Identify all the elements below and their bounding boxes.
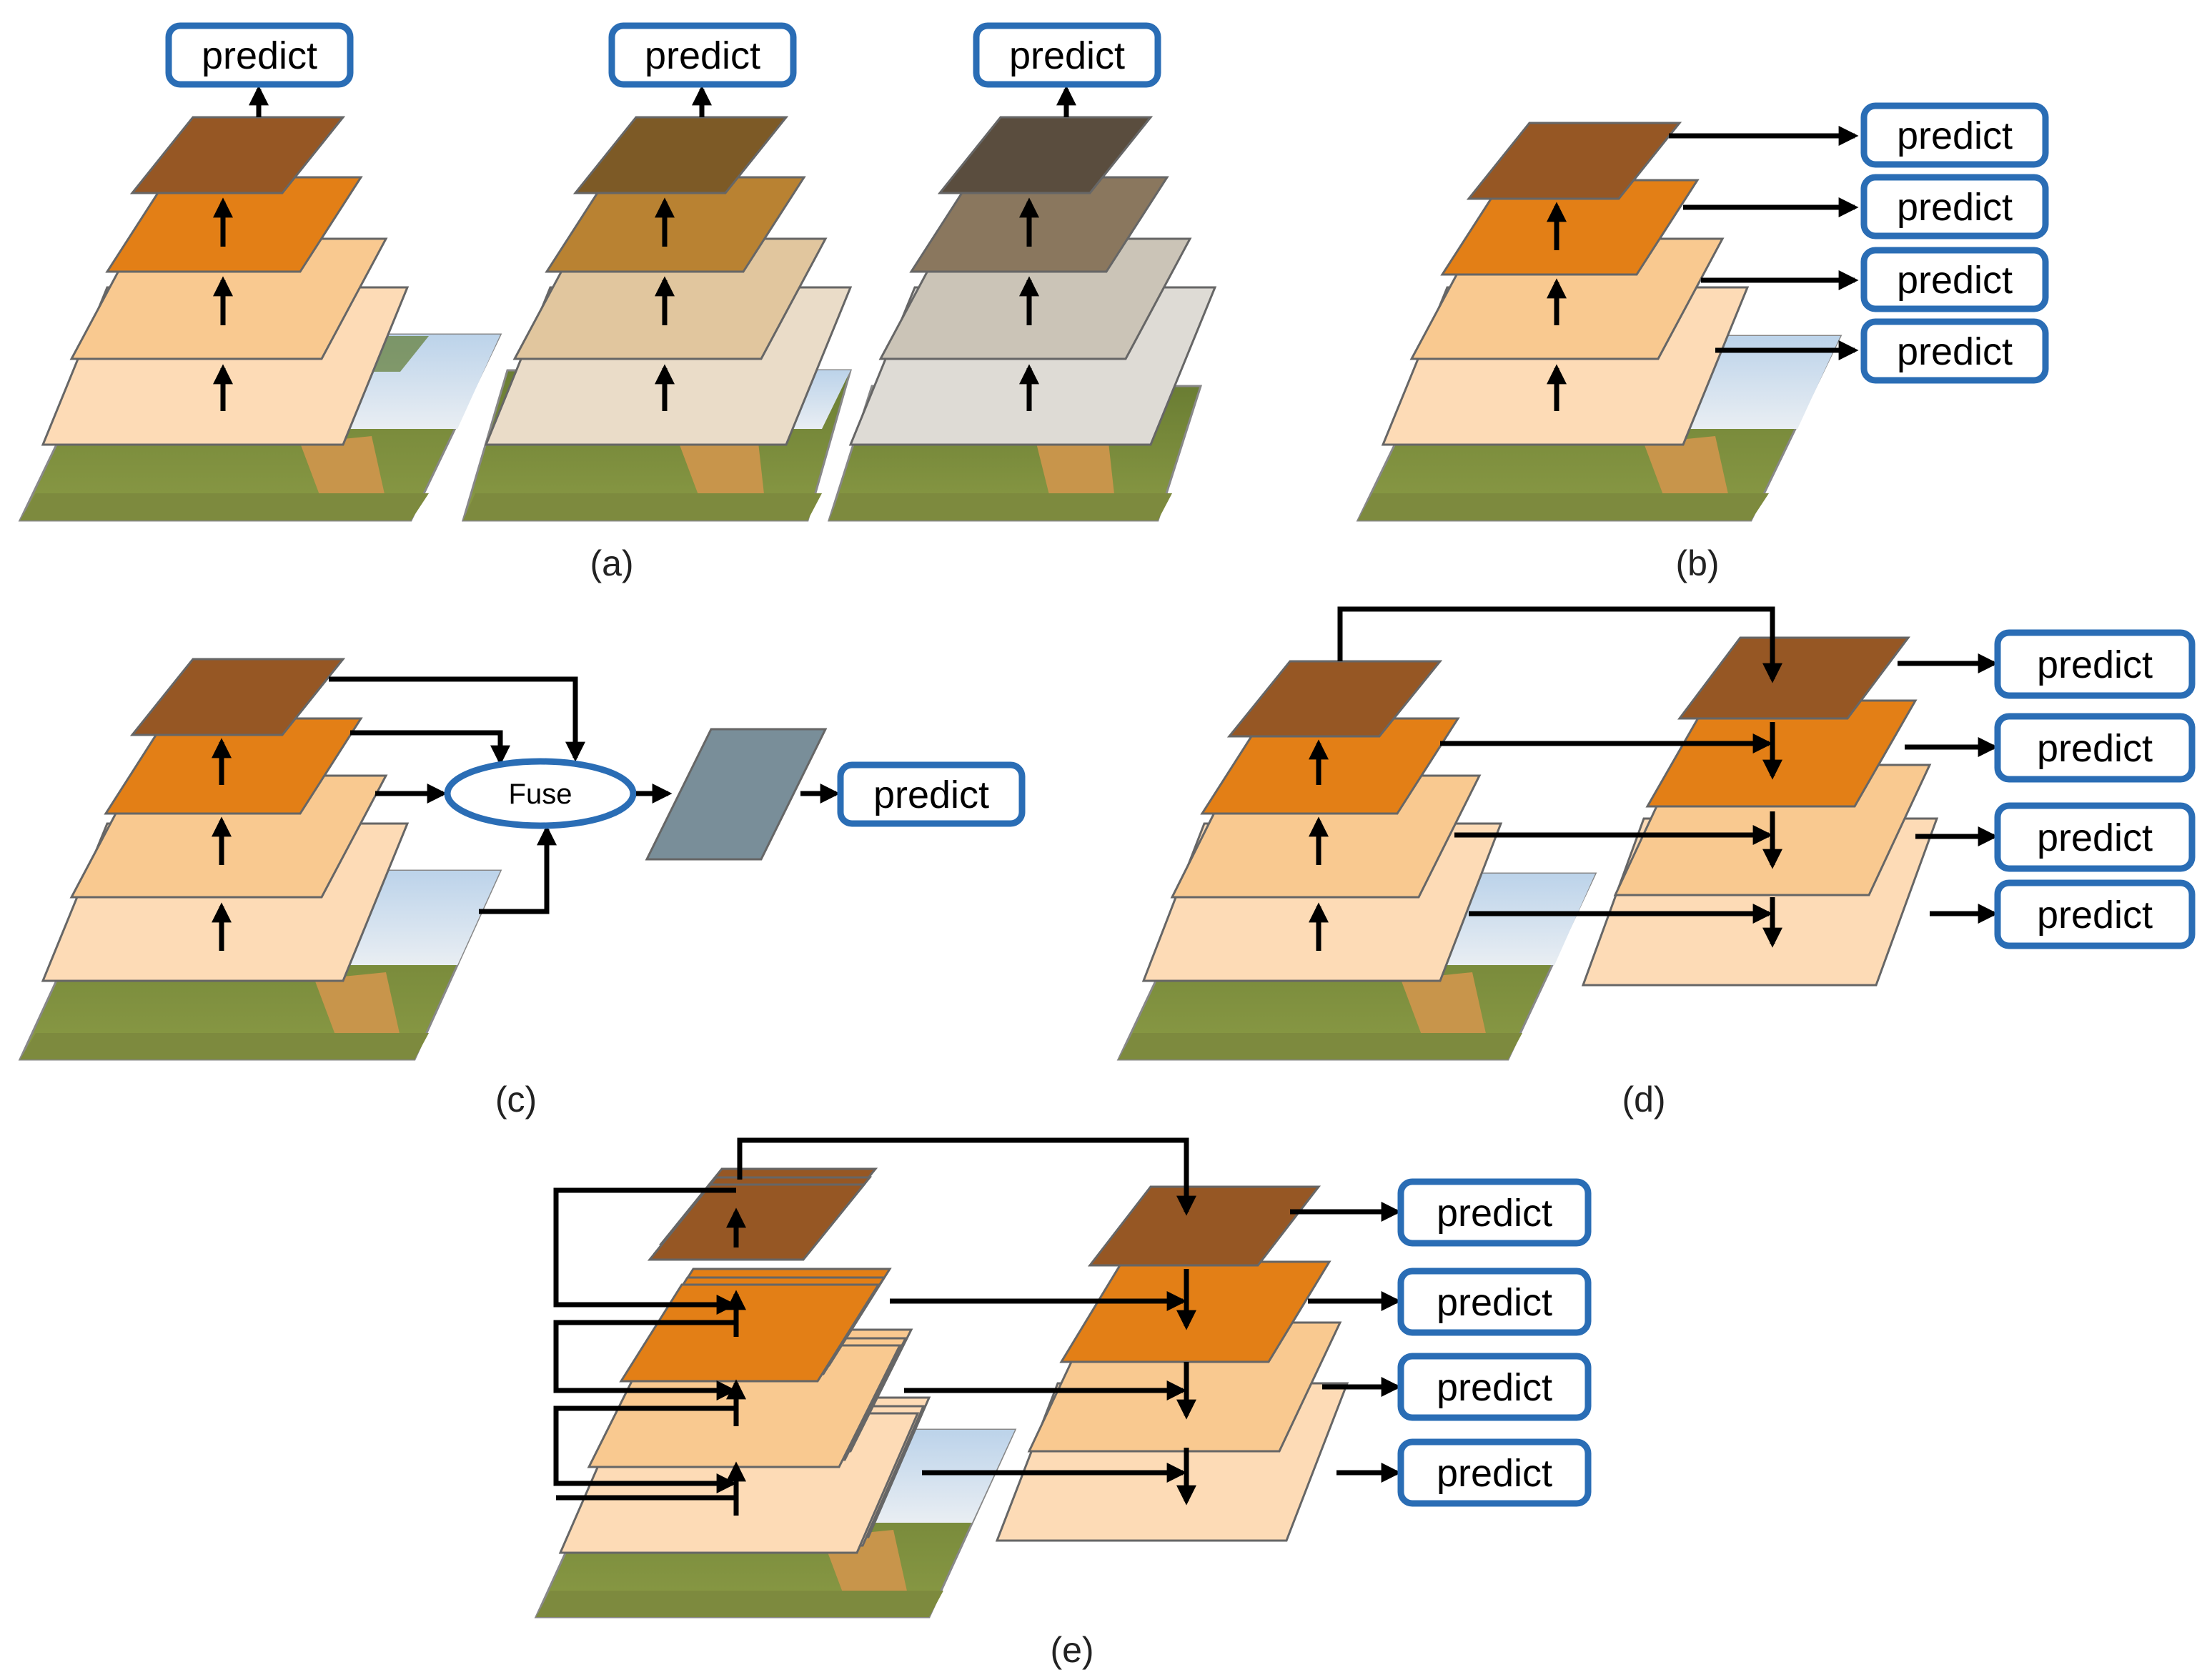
predict-box: predict xyxy=(1994,879,2196,949)
predict-label: predict xyxy=(1897,330,2013,373)
panel-d: predict predict predict predict (d) xyxy=(1116,606,2196,1120)
caption-d: (d) xyxy=(1622,1079,1665,1120)
fuse-node: Fuse xyxy=(444,758,637,829)
predict-box: predict xyxy=(1397,1438,1592,1507)
panel-a: predict predict xyxy=(18,22,1217,583)
bottom-up-map-4 xyxy=(1226,660,1443,738)
predict-box: predict xyxy=(1860,174,2049,239)
panel-a-pyramid-3: predict xyxy=(827,22,1217,522)
caption-e: (e) xyxy=(1050,1630,1093,1670)
caption-a: (a) xyxy=(590,543,633,583)
predict-label: predict xyxy=(1897,259,2013,302)
bottom-up-map-3 xyxy=(1200,717,1460,815)
caption-b: (b) xyxy=(1675,543,1719,583)
predict-box: predict xyxy=(1397,1353,1592,1421)
predict-label: predict xyxy=(1437,1281,1552,1324)
panel-a-pyramid-1: predict xyxy=(18,22,502,522)
predict-box: predict xyxy=(1397,1268,1592,1336)
feature-map-4 xyxy=(572,116,789,194)
predict-box: predict xyxy=(1994,802,2196,872)
predict-label: predict xyxy=(1009,34,1125,77)
feature-map-4 xyxy=(129,116,346,194)
predict-label: predict xyxy=(2037,894,2153,937)
feature-map-4 xyxy=(1466,122,1682,200)
predict-label: predict xyxy=(2037,816,2153,859)
predict-label: predict xyxy=(873,774,989,816)
top-down-map-4 xyxy=(1677,636,1911,720)
top-down-map-4 xyxy=(1087,1185,1321,1267)
predict-box: predict xyxy=(165,22,354,88)
predict-box: predict xyxy=(608,22,797,88)
predict-box: predict xyxy=(1994,713,2196,783)
predict-label: predict xyxy=(202,34,317,77)
top-down-map-3 xyxy=(1645,699,1918,808)
predict-label: predict xyxy=(1897,114,2013,157)
panel-c: Fuse predict (c) xyxy=(18,658,1026,1120)
fuse-label: Fuse xyxy=(509,779,572,810)
predict-box: predict xyxy=(1860,318,2049,384)
feature-map-4 xyxy=(129,658,346,736)
stacked-map-3 xyxy=(619,1268,892,1383)
panel-e: predict predict predict predict (e) xyxy=(534,1137,1592,1670)
feature-map-3 xyxy=(105,176,363,273)
feature-map-3 xyxy=(104,717,363,815)
panel-a-pyramid-2: predict xyxy=(461,22,853,522)
feature-map-3 xyxy=(909,176,1169,273)
fused-feature-map xyxy=(645,728,828,861)
predict-box: predict xyxy=(973,22,1161,88)
predict-label: predict xyxy=(1437,1366,1552,1409)
feature-map-4 xyxy=(937,116,1154,194)
predict-label: predict xyxy=(1437,1192,1552,1235)
predict-box: predict xyxy=(1397,1178,1592,1247)
feature-map-3 xyxy=(1440,179,1700,276)
caption-c: (c) xyxy=(495,1079,537,1120)
predict-box: predict xyxy=(1860,247,2049,312)
feature-map-3 xyxy=(545,176,806,273)
predict-label: predict xyxy=(2037,643,2153,686)
panel-b: predict predict predict predict (b) xyxy=(1356,102,2049,583)
predict-box: predict xyxy=(1994,629,2196,699)
predict-box: predict xyxy=(1860,102,2049,168)
predict-label: predict xyxy=(1437,1452,1552,1495)
predict-label: predict xyxy=(2037,727,2153,770)
predict-label: predict xyxy=(1897,186,2013,229)
stacked-map-4 xyxy=(647,1167,878,1261)
predict-label: predict xyxy=(645,34,760,77)
predict-box: predict xyxy=(837,761,1026,827)
